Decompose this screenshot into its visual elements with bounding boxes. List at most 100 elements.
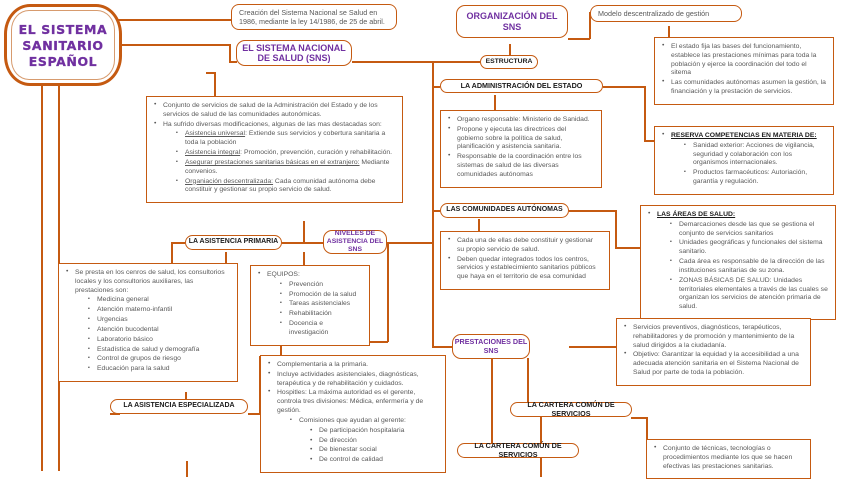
note-modelo: Modelo descentralizado de gestión <box>590 5 742 22</box>
term: Asistencia universal <box>185 130 246 138</box>
list-item: Ha sufrido diversas modificaciones, algu… <box>154 120 395 196</box>
connector <box>615 247 641 249</box>
connector <box>186 461 188 477</box>
list-item: Objetivo: Garantizar la equidad y la acc… <box>624 350 803 377</box>
connector <box>214 72 216 96</box>
list-item: Propone y ejecuta las directrices del go… <box>448 125 594 152</box>
term-text: : Promoción, prevención, curación y reha… <box>240 149 393 157</box>
connector <box>432 61 434 86</box>
list-item: Cada área es responsable de la dirección… <box>670 258 828 276</box>
section-heading: RESERVA COMPETENCIAS EN MATERIA DE: <box>671 132 817 139</box>
connector <box>248 413 260 415</box>
node-asistencia-primaria[interactable]: LA ASISTENCIA PRIMARIA <box>185 235 282 250</box>
body-asistencia-especializada: Complementaria a la primaria. Incluye ac… <box>260 355 446 474</box>
list-item: Hospitles: La máxima autoridad es el ger… <box>268 388 438 465</box>
list-item-text: Hospitles: La máxima autoridad es el ger… <box>277 389 424 415</box>
list-item: Responsable de la coordinación entre los… <box>448 152 594 179</box>
body-equipos: EQUIPOS: Prevención Promoción de la salu… <box>250 265 370 346</box>
connector <box>644 140 654 142</box>
connector <box>229 61 237 63</box>
connector <box>303 242 323 244</box>
list-item: Docencia e investigación <box>280 320 362 338</box>
section-heading: LAS ÁREAS DE SALUD: <box>657 211 736 218</box>
body-sns-description: Conjunto de servicios de salud de la Adm… <box>146 96 403 204</box>
body-estado-competencias: El estado fija las bases del funcionamie… <box>654 37 834 105</box>
node-comunidades-autonomas[interactable]: LAS COMUNIDADES AUTÓNOMAS <box>440 203 569 218</box>
node-organizacion-sns[interactable]: ORGANIZACIÓN DEL SNS <box>456 5 568 38</box>
list-item: Laboratorio básico <box>88 336 230 345</box>
list-item: Comisiones que ayudan al gerente: De par… <box>290 417 438 465</box>
node-niveles-asistencia[interactable]: NIVELES DE ASISTENCIA DEL SNS <box>323 230 387 254</box>
node-estructura[interactable]: ESTRUCTURA <box>480 55 538 69</box>
list-item: Las comunidades autónomas asumen la gest… <box>662 78 826 97</box>
connector <box>387 242 433 244</box>
list-item: Asistencia integral: Promoción, prevenci… <box>176 149 395 158</box>
list-item: Medicina general <box>88 296 230 305</box>
list-item: Promoción de la salud <box>280 291 362 300</box>
list-item: De control de calidad <box>310 456 438 465</box>
section-heading: EQUIPOS: <box>267 271 300 278</box>
list-item: EQUIPOS: Prevención Promoción de la salu… <box>258 270 362 338</box>
connector <box>646 417 648 440</box>
connector <box>185 392 187 403</box>
title-line-1: EL SISTEMA <box>18 21 108 37</box>
body-prestaciones: Servicios preventivos, diagnósticos, ter… <box>616 318 811 386</box>
list-item: Rehabilitación <box>280 310 362 319</box>
node-cartera-comun-1[interactable]: LA CARTERA COMÚN DE SERVICIOS <box>510 401 632 417</box>
connector <box>509 44 511 56</box>
connector <box>225 252 227 265</box>
list-item: Asegurar prestaciones sanitarias básicas… <box>176 159 395 177</box>
term-text: : Extiende sus servicios y cobertura san… <box>185 130 386 147</box>
list-item: Se presta en los cenros de salud, los co… <box>66 268 230 374</box>
list-item: ZONAS BÁSICAS DE SALUD: Unidades territo… <box>670 277 828 312</box>
connector <box>589 12 591 39</box>
list-item: El estado fija las bases del funcionamie… <box>662 42 826 78</box>
node-prestaciones-sns[interactable]: PRESTACIONES DEL SNS <box>452 334 530 359</box>
connector <box>432 210 440 212</box>
note-creacion: Creación del Sistema Nacional se Salud e… <box>231 4 397 30</box>
connector <box>352 61 456 63</box>
term: Asistencia integral <box>185 149 241 157</box>
connector <box>387 242 389 342</box>
connector <box>280 341 282 356</box>
list-item: Productos farmacéuticos: Autoriación, ga… <box>684 169 826 187</box>
title-line-2: SANITARIO <box>22 37 104 53</box>
list-item: RESERVA COMPETENCIAS EN MATERIA DE: Sani… <box>662 131 826 187</box>
term-text: Cada comunidad autónoma debe constituir … <box>185 177 376 194</box>
connector <box>303 221 305 243</box>
list-item: Deben quedar integrados todos los centro… <box>448 255 602 282</box>
connector <box>615 210 617 248</box>
body-reserva-competencias: RESERVA COMPETENCIAS EN MATERIA DE: Sani… <box>654 126 834 195</box>
connector <box>569 210 616 212</box>
node-sns[interactable]: EL SISTEMA NACIONAL DE SALUD (SNS) <box>236 40 352 66</box>
list-item: Servicios preventivos, diagnósticos, ter… <box>624 323 803 350</box>
list-item: Prevención <box>280 281 362 290</box>
connector <box>432 210 434 347</box>
list-item: Tareas asistenciales <box>280 300 362 309</box>
connector <box>229 44 231 62</box>
list-item: Urgencias <box>88 316 230 325</box>
list-item: Sanidad exterior: Acciones de vigilancia… <box>684 142 826 168</box>
connector <box>432 86 434 211</box>
list-item: Atención materno-infantil <box>88 306 230 315</box>
list-item-text: Se presta en los cenros de salud, los co… <box>75 269 225 294</box>
list-item: LAS ÁREAS DE SALUD: Demarcaciones desde … <box>648 210 828 312</box>
list-item: Demarcaciones desde las que se gestiona … <box>670 221 828 239</box>
list-item: Estadística de salud y demografía <box>88 346 230 355</box>
connector <box>527 358 529 408</box>
connector <box>259 356 261 414</box>
node-administracion-estado[interactable]: LA ADMINISTRACIÓN DEL ESTADO <box>440 79 603 93</box>
node-asistencia-especializada[interactable]: LA ASISTENCIA ESPECIALIZADA <box>110 399 248 414</box>
connector <box>432 86 440 88</box>
list-item: Educación para la salud <box>88 365 230 374</box>
list-item: Unidades geográficas y funcionales del s… <box>670 239 828 257</box>
term: Organiación descentralizada: <box>185 177 274 185</box>
connector <box>432 61 480 63</box>
page-title: EL SISTEMA SANITARIO ESPAÑOL <box>4 4 122 86</box>
node-cartera-comun-2[interactable]: LA CARTERA COMÚN DE SERVICIOS <box>457 442 579 458</box>
connector <box>303 252 305 266</box>
term-text: Mediante convenios. <box>185 158 390 175</box>
title-line-3: ESPAÑOL <box>28 53 98 69</box>
term: Asegurar prestaciones sanitarias básicas… <box>185 158 360 166</box>
